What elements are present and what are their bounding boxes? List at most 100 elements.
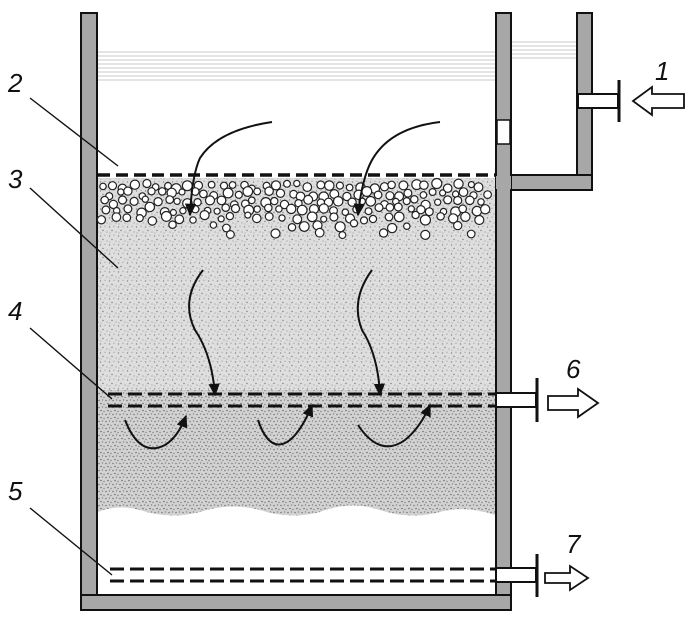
gravel-granule xyxy=(424,207,434,217)
gravel-granule xyxy=(453,178,464,189)
gravel-granule xyxy=(174,214,185,225)
gravel-granule xyxy=(483,190,493,200)
gravel-granule xyxy=(373,190,383,200)
gravel-granule xyxy=(234,190,243,199)
label-7: 7 xyxy=(566,529,582,559)
gravel-granule xyxy=(207,180,216,189)
gravel-granule xyxy=(225,230,235,240)
gravel-granule xyxy=(434,198,442,206)
gravel-granule xyxy=(278,214,286,222)
gravel-granule xyxy=(361,186,373,198)
gravel-granule xyxy=(347,197,357,207)
gravel-granule xyxy=(123,204,133,214)
gravel-granule xyxy=(153,196,163,207)
gravel-granule xyxy=(204,195,216,206)
lower-drain-pipe xyxy=(110,554,539,597)
gravel-granule xyxy=(286,203,297,215)
gravel-granule xyxy=(419,214,431,226)
gravel-granule xyxy=(374,203,384,213)
gravel-granule xyxy=(144,201,156,213)
gravel-granule xyxy=(96,215,107,225)
gravel-layer xyxy=(96,177,493,240)
outflow-arrow-icon xyxy=(547,387,600,419)
gravel-granule xyxy=(108,199,119,210)
gravel-granule xyxy=(168,220,177,230)
gravel-granule xyxy=(416,204,426,215)
gravel-granule xyxy=(296,204,308,216)
gravel-granule xyxy=(191,204,200,214)
gravel-granule xyxy=(342,191,352,202)
gravel-granule xyxy=(275,205,283,213)
gravel-granule xyxy=(443,195,453,205)
gravel-granule xyxy=(477,198,485,206)
gravel-granule xyxy=(221,223,231,233)
gravel-granule xyxy=(320,215,328,223)
gravel-granule xyxy=(244,211,252,219)
gravel-granule xyxy=(157,187,167,196)
gravel-granule xyxy=(314,227,325,238)
drain-arrow-icon xyxy=(544,564,590,592)
gravel-granule xyxy=(453,220,463,231)
gravel-granule xyxy=(251,213,262,224)
gravel-granule xyxy=(364,207,373,216)
gravel-granule xyxy=(199,210,210,221)
gravel-granule xyxy=(270,196,279,206)
label-5: 5 xyxy=(8,476,23,506)
gravel-granule xyxy=(178,188,186,196)
gravel-granule xyxy=(264,186,274,196)
gravel-granule xyxy=(142,178,152,189)
gravel-granule xyxy=(341,208,350,217)
gravel-granule xyxy=(169,208,177,217)
gravel-granule xyxy=(471,205,483,217)
gravel-granule xyxy=(117,195,128,205)
gravel-granule xyxy=(135,214,144,223)
gravel-granule xyxy=(480,204,491,215)
gravel-granule xyxy=(247,196,256,205)
gravel-granule xyxy=(228,181,237,189)
gravel-granule xyxy=(101,205,111,215)
water-surface xyxy=(98,41,576,81)
gravel-granule xyxy=(122,213,132,223)
gravel-granule xyxy=(458,187,469,198)
gravel-granule xyxy=(189,216,197,224)
inlet-pipe xyxy=(577,80,621,122)
gravel-granule xyxy=(147,216,158,226)
gravel-granule xyxy=(160,210,172,222)
gravel-granule xyxy=(334,221,346,233)
gravel-granule xyxy=(129,179,141,190)
gravel-granule xyxy=(293,179,301,188)
gravel-granule xyxy=(442,183,453,193)
gravel-granule xyxy=(253,187,262,196)
gravel-granule xyxy=(419,191,428,199)
gravel-granule xyxy=(147,187,156,196)
gravel-granule xyxy=(368,214,378,224)
gravel-granule xyxy=(387,180,396,190)
gravel-granule xyxy=(263,203,273,213)
gravel-granule xyxy=(428,188,437,197)
gravel-granule xyxy=(216,195,227,206)
gravel-granule xyxy=(393,211,405,223)
gravel-granule xyxy=(270,180,282,191)
gravel-granule xyxy=(287,223,297,232)
gravel-granule xyxy=(123,186,133,196)
gravel-granule xyxy=(111,212,122,223)
gravel-granule xyxy=(460,211,471,222)
gravel-granule xyxy=(217,215,225,223)
label-1: 1 xyxy=(655,56,669,86)
gravel-granule xyxy=(275,188,286,198)
gravel-granule xyxy=(420,229,431,240)
gravel-granule xyxy=(473,182,484,193)
gravel-granule xyxy=(474,214,485,226)
gravel-granule xyxy=(448,213,459,224)
gravel-granule xyxy=(225,211,235,221)
gravel-granule xyxy=(198,189,208,199)
gravel-granule xyxy=(409,195,419,204)
gravel-granule xyxy=(386,222,398,234)
gravel-granule xyxy=(464,195,475,206)
gravel-granule xyxy=(213,207,221,215)
gravel-granule xyxy=(338,231,347,240)
gravel-granule xyxy=(283,179,292,188)
label-2: 2 xyxy=(7,68,23,98)
gravel-granule xyxy=(329,212,339,222)
